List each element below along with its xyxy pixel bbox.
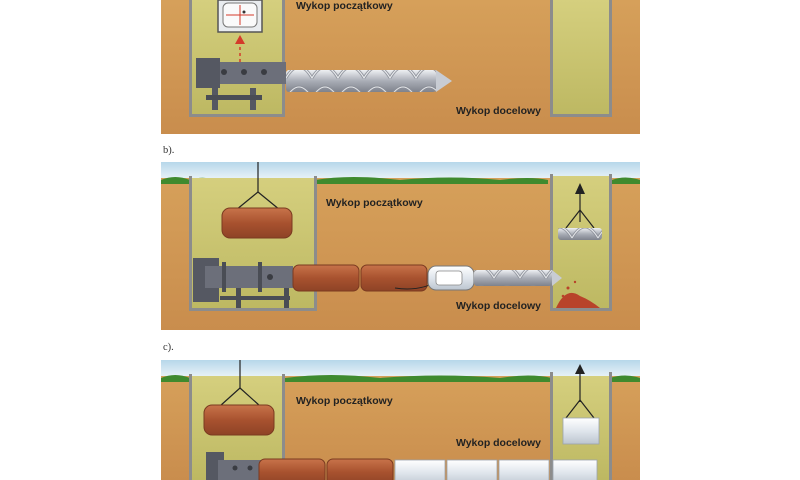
panel-a: Wykop początkowy Wykop docelowy [161, 0, 640, 134]
panel-label-c: c). [163, 342, 174, 353]
lifted-auger-b [558, 183, 602, 240]
auger-b [474, 270, 562, 286]
panel-b: Wykop początkowy Wykop docelowy [161, 162, 640, 330]
product-pipes-c [394, 459, 598, 480]
panel-label-b: b). [163, 145, 174, 156]
pipe-sections-b [292, 264, 441, 292]
label-end-a: Wykop docelowy [456, 105, 541, 117]
label-start-b: Wykop początkowy [326, 197, 423, 209]
spoil-pile-b [556, 280, 600, 308]
pipe-sections-c [258, 458, 394, 480]
label-end-b: Wykop docelowy [456, 300, 541, 312]
crane-pipe-b [221, 162, 293, 239]
target-shaft-a [550, 0, 612, 117]
guidance-monitor-icon [217, 0, 263, 33]
grass-panel-b [161, 177, 640, 184]
cutter-head-b [427, 265, 475, 291]
grass-panel-c [161, 375, 640, 382]
lifted-pipe-c [562, 364, 600, 445]
panel-c: Wykop początkowy Wykop docelowy [161, 360, 640, 480]
jacking-machine-a [196, 58, 286, 110]
target-shaft-b [550, 174, 612, 311]
sky-panel-c [161, 360, 640, 376]
sky-panel-b [161, 162, 640, 178]
label-end-c: Wykop docelowy [456, 437, 541, 449]
label-start-a: Wykop początkowy [296, 0, 393, 12]
label-start-c: Wykop początkowy [296, 395, 393, 407]
jacking-machine-b [193, 258, 293, 308]
crane-pipe-c [203, 360, 275, 436]
auger-a [286, 70, 452, 92]
